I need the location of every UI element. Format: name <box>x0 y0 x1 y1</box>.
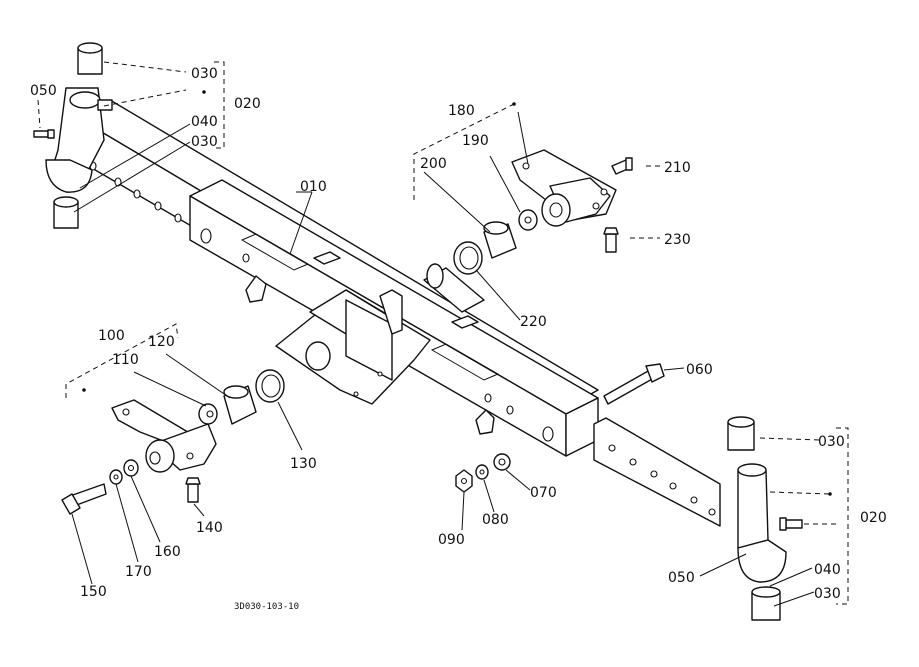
label-160: 160 <box>154 544 181 560</box>
label-030-mid-left: 030 <box>191 134 218 150</box>
label-030-bottom-right: 030 <box>814 586 841 602</box>
grease-fitting-140 <box>185 477 201 503</box>
bushing-200 <box>483 221 517 259</box>
bolt-210 <box>611 157 633 175</box>
bolt-150 <box>61 483 107 515</box>
label-080: 080 <box>482 512 509 528</box>
label-150: 150 <box>80 584 107 600</box>
label-140: 140 <box>196 520 223 536</box>
front-bracket-100 <box>111 399 217 473</box>
label-060: 060 <box>686 362 713 378</box>
label-030-top-left: 030 <box>191 66 218 82</box>
label-010: 010 <box>300 179 327 195</box>
label-100: 100 <box>98 328 125 344</box>
label-220: 220 <box>520 314 547 330</box>
label-110: 110 <box>112 352 139 368</box>
label-040-left: 040 <box>191 114 218 130</box>
label-050-left: 050 <box>30 83 57 99</box>
label-230: 230 <box>664 232 691 248</box>
label-210: 210 <box>664 160 691 176</box>
label-170: 170 <box>125 564 152 580</box>
bolt-060 <box>603 363 665 405</box>
lock-washer-170 <box>109 469 123 485</box>
left-grease-fitting <box>33 129 55 139</box>
left-bushing-top <box>77 42 103 75</box>
seal-130 <box>255 369 285 403</box>
right-bushing-top <box>727 416 755 451</box>
label-190: 190 <box>462 133 489 149</box>
nut-090 <box>455 469 473 493</box>
leader-lines <box>37 61 849 607</box>
thrust-washer-110 <box>198 403 218 425</box>
label-020-left: 020 <box>234 96 261 112</box>
label-070: 070 <box>530 485 557 501</box>
label-090: 090 <box>438 532 465 548</box>
label-050-right: 050 <box>668 570 695 586</box>
label-030-top-right: 030 <box>818 434 845 450</box>
bushing-120 <box>223 385 257 425</box>
part-labels: 030 020 040 030 050 010 180 200 190 210 … <box>30 66 887 612</box>
grease-fitting-230 <box>603 227 619 253</box>
thrust-washer-190 <box>518 209 538 231</box>
right-bushing-bottom <box>751 586 781 621</box>
left-bushing-bottom <box>53 196 79 229</box>
right-grease-fitting <box>779 517 803 531</box>
right-king-pin-support <box>593 417 787 583</box>
front-axle-beam <box>77 99 599 457</box>
label-200: 200 <box>420 156 447 172</box>
lock-washer-080 <box>475 464 489 480</box>
label-180: 180 <box>448 103 475 119</box>
rear-bracket-180 <box>511 149 617 227</box>
drawing-code: 3D030-103-10 <box>234 602 299 612</box>
label-040-right: 040 <box>814 562 841 578</box>
left-king-pin-support <box>45 87 113 193</box>
washer-070 <box>493 453 511 471</box>
washer-160 <box>123 459 139 477</box>
label-120: 120 <box>148 334 175 350</box>
seal-220 <box>453 241 483 275</box>
label-130: 130 <box>290 456 317 472</box>
label-020-right: 020 <box>860 510 887 526</box>
center-pivot-bracket <box>275 263 485 405</box>
